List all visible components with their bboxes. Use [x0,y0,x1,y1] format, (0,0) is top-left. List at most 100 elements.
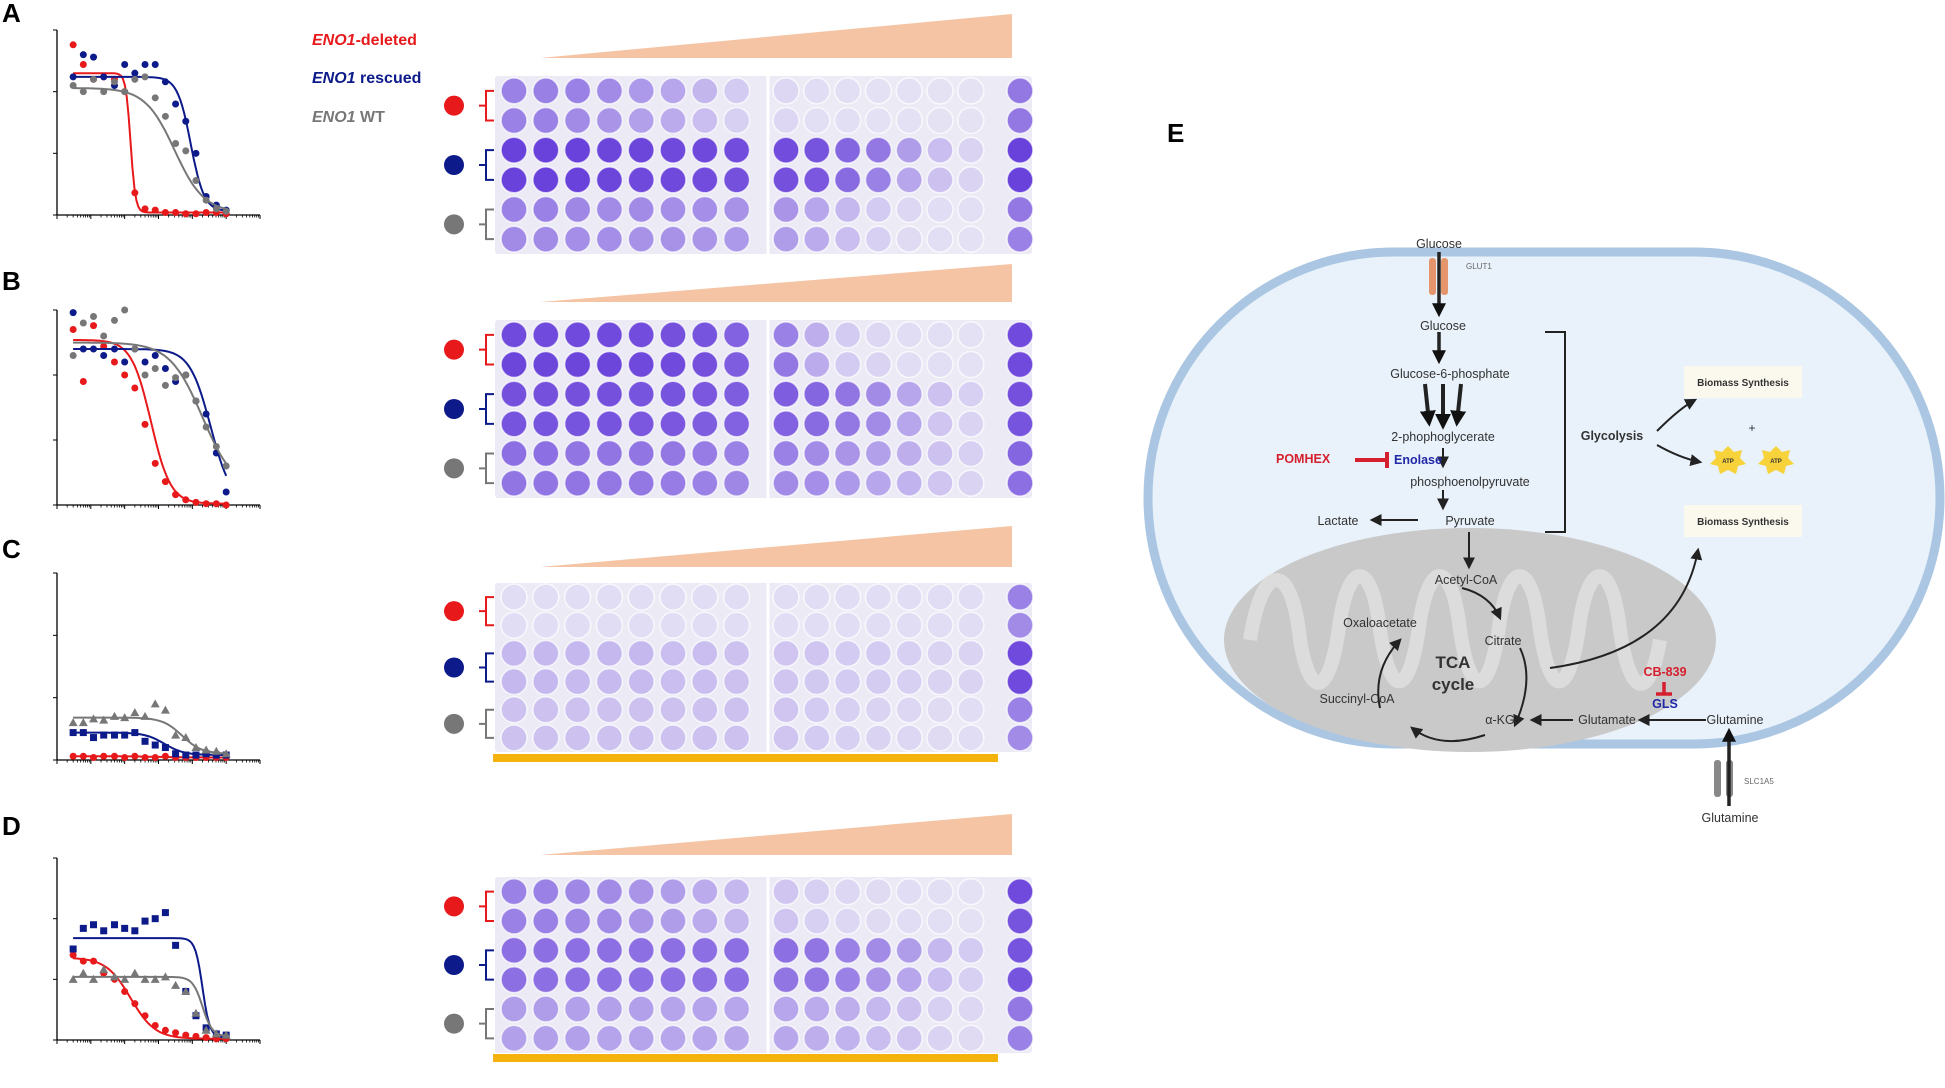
glutamine-outside-label: Glutamine [1702,811,1759,825]
well [627,611,656,640]
well [833,877,862,906]
well [563,350,592,379]
data-point [121,358,129,366]
well [500,469,528,497]
well [926,965,954,994]
well [659,225,687,253]
well [895,77,924,105]
fit-curve [73,957,227,1040]
well [926,667,954,696]
plate-c [444,526,1034,762]
well [627,195,656,224]
well [595,166,624,194]
well [531,195,560,224]
well [1006,410,1034,438]
well [722,166,751,194]
well [772,695,800,724]
gls-label: GLS [1652,697,1678,711]
genotype-marker [444,896,464,917]
data-point [161,365,169,372]
well [690,469,719,497]
well [926,410,954,438]
well [802,907,831,935]
genotype-marker [444,657,464,678]
row-bracket [479,393,494,425]
glutamate-label: Glutamate [1578,713,1636,727]
well [722,583,751,611]
data-point [69,752,77,760]
well [659,965,687,994]
data-point [212,751,220,759]
well [627,936,656,965]
well [956,410,985,438]
well [895,469,924,497]
well [563,77,592,105]
well [1006,321,1034,349]
data-point [161,381,169,389]
data-point [172,374,180,382]
well [802,106,831,135]
well [864,136,893,164]
well [956,350,985,379]
data-point [182,371,190,379]
well [895,1024,924,1053]
data-point [121,306,129,314]
data-point [160,972,170,981]
well [926,936,954,965]
data-point [110,345,118,353]
well [802,611,831,640]
data-point [202,1034,210,1042]
well [659,583,687,611]
well [500,225,528,253]
well [500,321,528,349]
well [864,350,893,379]
well [956,225,985,253]
well [531,695,560,724]
data-point [161,752,169,760]
biomass-synthesis-label-2: Biomass Synthesis [1697,517,1789,528]
data-point [141,358,149,366]
glutamine-inside-label: Glutamine [1707,713,1764,727]
well [772,907,800,935]
well [595,611,624,640]
well [926,877,954,906]
data-point [89,714,99,723]
well [1006,166,1034,194]
well [531,166,560,194]
data-point [121,754,129,762]
well [595,877,624,906]
well [956,166,985,194]
data-point [141,754,149,762]
data-point [161,1026,169,1034]
oxaloacetate-label: Oxaloacetate [1343,616,1417,630]
data-point [68,974,78,983]
well [802,724,831,752]
well [926,106,954,135]
data-point [150,974,160,983]
data-point [141,737,149,745]
well [595,380,624,408]
well [659,350,687,379]
well [531,965,560,994]
cycle-label: cycle [1432,675,1475,694]
well [690,936,719,965]
data-point [192,210,200,218]
panel-label-c: C [2,534,21,564]
fit-curve [73,937,227,1039]
well [627,469,656,497]
chart-b [53,306,261,509]
well [500,195,528,224]
data-point [110,78,118,86]
data-point [121,88,129,96]
series-2 [69,73,230,215]
data-point [110,316,118,324]
well [1006,106,1034,135]
akg-label: α-KG [1485,713,1514,727]
well [659,611,687,640]
well [895,965,924,994]
data-point [90,754,98,762]
data-point [221,749,231,758]
data-point [90,734,98,742]
metabolism-diagram: Glucose GLUT1 Glucose Glucose-6-phosphat… [1143,237,1945,825]
well [802,321,831,349]
